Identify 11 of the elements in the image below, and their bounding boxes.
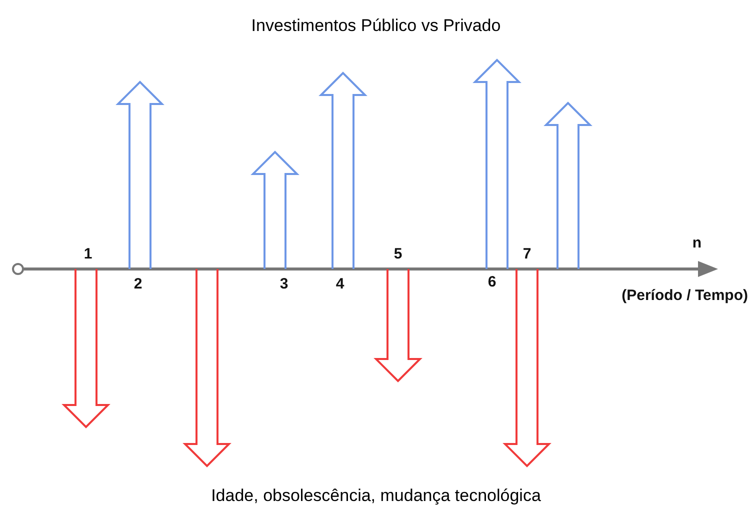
axis-label: (Período / Tempo) <box>622 287 748 304</box>
axis-label: n <box>692 234 702 252</box>
period-number: 5 <box>394 246 402 262</box>
period-number: 7 <box>522 246 532 262</box>
period-number: 3 <box>280 276 288 292</box>
title: Investimentos Público vs Privado <box>251 16 501 36</box>
caption: Idade, obsolescência, mudança tecnológica <box>211 486 541 506</box>
period-number: 6 <box>488 274 496 290</box>
period-number: 4 <box>336 276 344 292</box>
period-number: 1 <box>84 246 92 262</box>
period-number: 2 <box>134 276 142 292</box>
